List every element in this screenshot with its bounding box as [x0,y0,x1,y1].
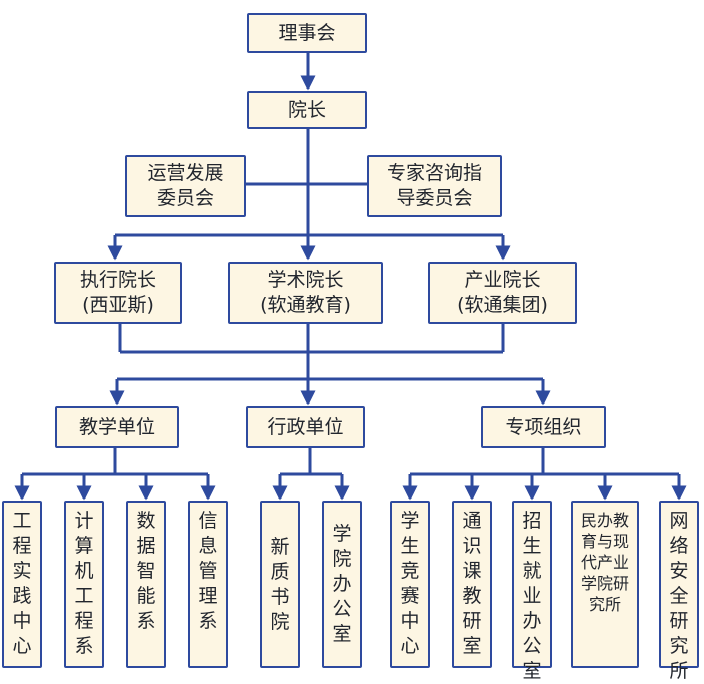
node-data-ai-dept: 数据智能系 [126,501,166,668]
node-college-office: 学院办公室 [322,501,362,668]
node-info-mgmt-dept: 信息管理系 [188,501,228,668]
node-industry-president: 产业院长 (软通集团) [428,262,577,324]
node-admin-units: 行政单位 [246,406,365,448]
node-cybersecurity-institute: 网络安全研究所 [659,501,699,682]
node-xinzhi-academy: 新质书院 [260,501,300,668]
node-board: 理事会 [247,13,367,53]
node-general-course-office: 通识课教研室 [452,501,492,668]
node-eng-practice-center: 工程实践中心 [2,501,42,668]
node-private-edu-institute: 民办教育与现代产业学院研究所 [571,501,639,668]
node-cs-dept: 计算机工程系 [64,501,104,668]
node-ops-committee: 运营发展 委员会 [125,155,246,217]
node-academic-president: 学术院长 (软通教育) [228,262,383,324]
node-special-orgs: 专项组织 [481,406,606,448]
node-admissions-office: 招生就业办公室 [512,501,552,682]
node-competition-center: 学生竞赛中心 [390,501,430,668]
node-teaching-units: 教学单位 [55,406,179,448]
node-exec-president: 执行院长 (西亚斯) [54,262,182,324]
node-president: 院长 [247,91,367,129]
node-expert-committee: 专家咨询指 导委员会 [367,155,502,217]
